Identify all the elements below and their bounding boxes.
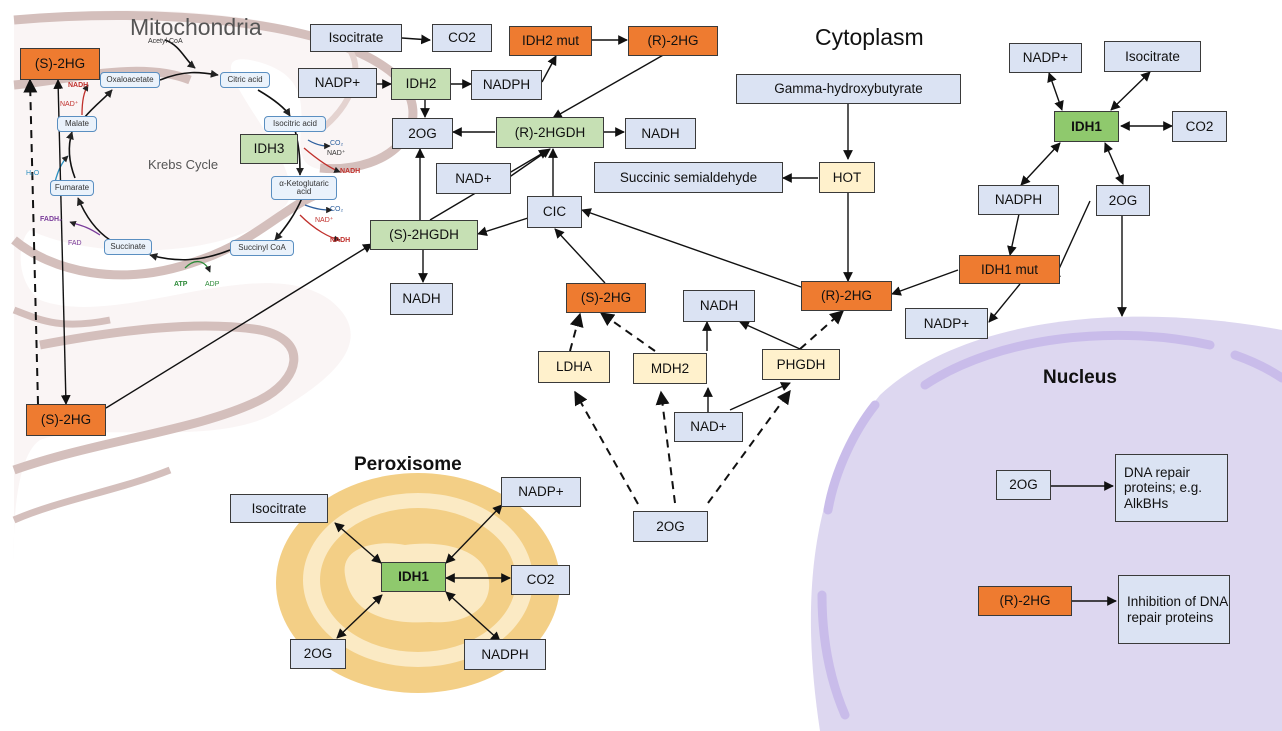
krebs-cycle-arrows xyxy=(66,39,304,261)
nadp-plus-top-box: NADP+ xyxy=(298,68,377,98)
succinic-semialdehyde-box: Succinic semialdehyde xyxy=(594,162,783,193)
dashed-arrows xyxy=(23,78,845,505)
nadp-plus-right-low-box: NADP+ xyxy=(905,308,988,339)
krebs-nadh-label-3: NADH xyxy=(68,82,89,89)
two-og-right-box: 2OG xyxy=(1096,185,1150,216)
cytoplasm-title: Cytoplasm xyxy=(815,24,924,50)
nad-plus-mid-box: NAD+ xyxy=(436,163,511,194)
krebs-nad-label-2: NAD⁺ xyxy=(315,217,334,224)
r2hg-mid-box: (R)-2HG xyxy=(801,281,892,311)
mdh2-box: MDH2 xyxy=(633,353,707,384)
phgdh-box: PHGDH xyxy=(762,349,840,380)
cic-box: CIC xyxy=(527,196,582,228)
two-og-top-box: 2OG xyxy=(392,118,453,149)
isocitrate-top-box: Isocitrate xyxy=(310,24,402,52)
hot-box: HOT xyxy=(819,162,875,193)
krebs-fadh2-label: FADH₂ xyxy=(40,216,63,223)
idh2-mut-box: IDH2 mut xyxy=(509,26,592,56)
two-og-low-box: 2OG xyxy=(633,511,708,542)
idh2-box: IDH2 xyxy=(391,68,451,100)
malate-node: Malate xyxy=(57,116,97,132)
acetyl-coa-label: Acetyl CoA xyxy=(148,38,183,45)
nadh-r2hgdh-box: NADH xyxy=(625,118,696,149)
nadph-top-box: NADPH xyxy=(471,70,542,100)
krebs-cycle-title: Krebs Cycle xyxy=(148,157,219,172)
s2hg-mid-box: (S)-2HG xyxy=(566,283,646,313)
peroxisome-isocitrate-box: Isocitrate xyxy=(230,494,328,523)
krebs-co2-label-2: CO₂ xyxy=(330,206,344,213)
krebs-co2-label-1: CO₂ xyxy=(330,140,344,147)
peroxisome-2og-box: 2OG xyxy=(290,639,346,669)
nucleus-r2hg-box: (R)-2HG xyxy=(978,586,1072,616)
r2hg-top-box: (R)-2HG xyxy=(628,26,718,56)
co2-right-box: CO2 xyxy=(1172,111,1227,142)
pathway-arrows xyxy=(53,34,1173,642)
nad-plus-low-box: NAD+ xyxy=(674,412,743,442)
peroxisome-co2-box: CO2 xyxy=(511,565,570,595)
dna-repair-proteins-box: DNA repair proteins; e.g. AlkBHs xyxy=(1115,454,1228,522)
krebs-nad-label-3: NAD⁺ xyxy=(60,101,79,108)
peroxisome-idh1-box: IDH1 xyxy=(381,562,446,592)
s2hg-top-box: (S)-2HG xyxy=(20,48,100,80)
peroxisome-title: Peroxisome xyxy=(354,454,462,475)
nadh-s2hgdh-box: NADH xyxy=(390,283,453,315)
peroxisome-nadp-plus-box: NADP+ xyxy=(501,477,581,507)
ldha-box: LDHA xyxy=(538,351,610,383)
alpha-ketoglutaric-acid-node: α-Ketoglutaric acid xyxy=(271,176,337,200)
oxaloacetate-node: Oxaloacetate xyxy=(100,72,160,88)
s2hgdh-box: (S)-2HGDH xyxy=(370,220,478,250)
isocitric-acid-node: Isocitric acid xyxy=(264,116,326,132)
citric-acid-node: Citric acid xyxy=(220,72,270,88)
succinyl-coa-node: Succinyl CoA xyxy=(230,240,294,256)
krebs-fad-label: FAD xyxy=(68,240,82,247)
krebs-adp-label: ADP xyxy=(205,281,220,288)
mitochondria-title: Mitochondria xyxy=(130,14,262,40)
fumarate-node: Fumarate xyxy=(50,180,94,196)
r2hgdh-box: (R)-2HGDH xyxy=(496,117,604,148)
krebs-nadh-label-1: NADH xyxy=(340,168,361,175)
nucleus-2og-box: 2OG xyxy=(996,470,1051,500)
nucleus-title: Nucleus xyxy=(1043,367,1117,388)
inhibition-dna-repair-box: Inhibition of DNA repair proteins xyxy=(1118,575,1230,644)
isocitrate-right-box: Isocitrate xyxy=(1104,41,1201,72)
krebs-h2o-label: H₂O xyxy=(26,170,40,177)
s2hg-bottom-box: (S)-2HG xyxy=(26,404,106,436)
succinate-node: Succinate xyxy=(104,239,152,255)
nadph-right-box: NADPH xyxy=(978,185,1059,215)
idh3-box: IDH3 xyxy=(240,134,298,164)
idh1-right-box: IDH1 xyxy=(1054,111,1119,142)
gamma-hydroxybutyrate-box: Gamma-hydroxybutyrate xyxy=(736,74,961,104)
krebs-cofactor-arrows xyxy=(54,84,341,273)
krebs-nadh-label-2: NADH xyxy=(330,237,351,244)
idh1-mut-box: IDH1 mut xyxy=(959,255,1060,284)
co2-top-box: CO2 xyxy=(432,24,492,52)
peroxisome-nadph-box: NADPH xyxy=(464,639,546,670)
nadp-plus-right-box: NADP+ xyxy=(1009,43,1082,73)
krebs-atp-label: ATP xyxy=(174,281,188,288)
krebs-nad-label-1: NAD⁺ xyxy=(327,150,346,157)
nadh-mid-box: NADH xyxy=(683,290,755,322)
